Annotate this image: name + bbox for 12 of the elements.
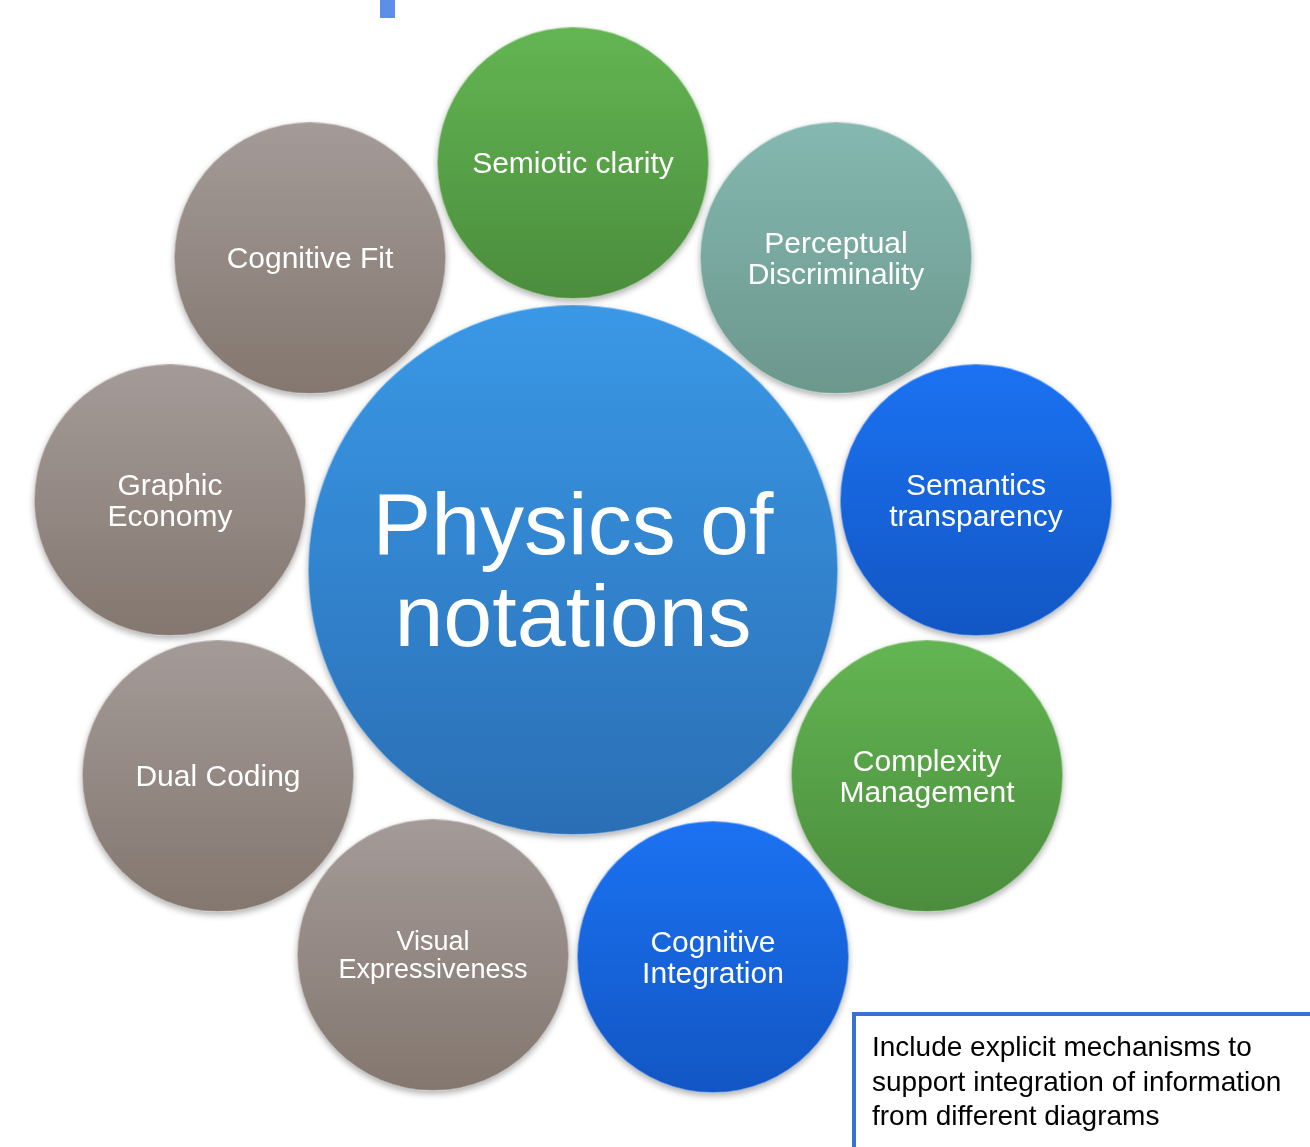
hub-title: Physics of notations (371, 477, 775, 663)
concept-label: Perceptual Discriminality (746, 226, 926, 290)
concept-label: Semantics transparency (888, 468, 1064, 532)
concept-label: Semiotic clarity (472, 147, 674, 179)
concept-label: Complexity Management (838, 744, 1016, 808)
concept-label: Graphic Economy (106, 468, 234, 532)
concept-label: Cognitive Integration (641, 925, 785, 989)
callout-text: Include explicit mechanisms to support integration of information from different diagrams (872, 1030, 1283, 1134)
callout-box (852, 1012, 1310, 1147)
concept-label: Cognitive Fit (226, 242, 394, 274)
concept-label: Visual Expressiveness (337, 926, 529, 984)
concept-label: Dual Coding (135, 760, 301, 792)
